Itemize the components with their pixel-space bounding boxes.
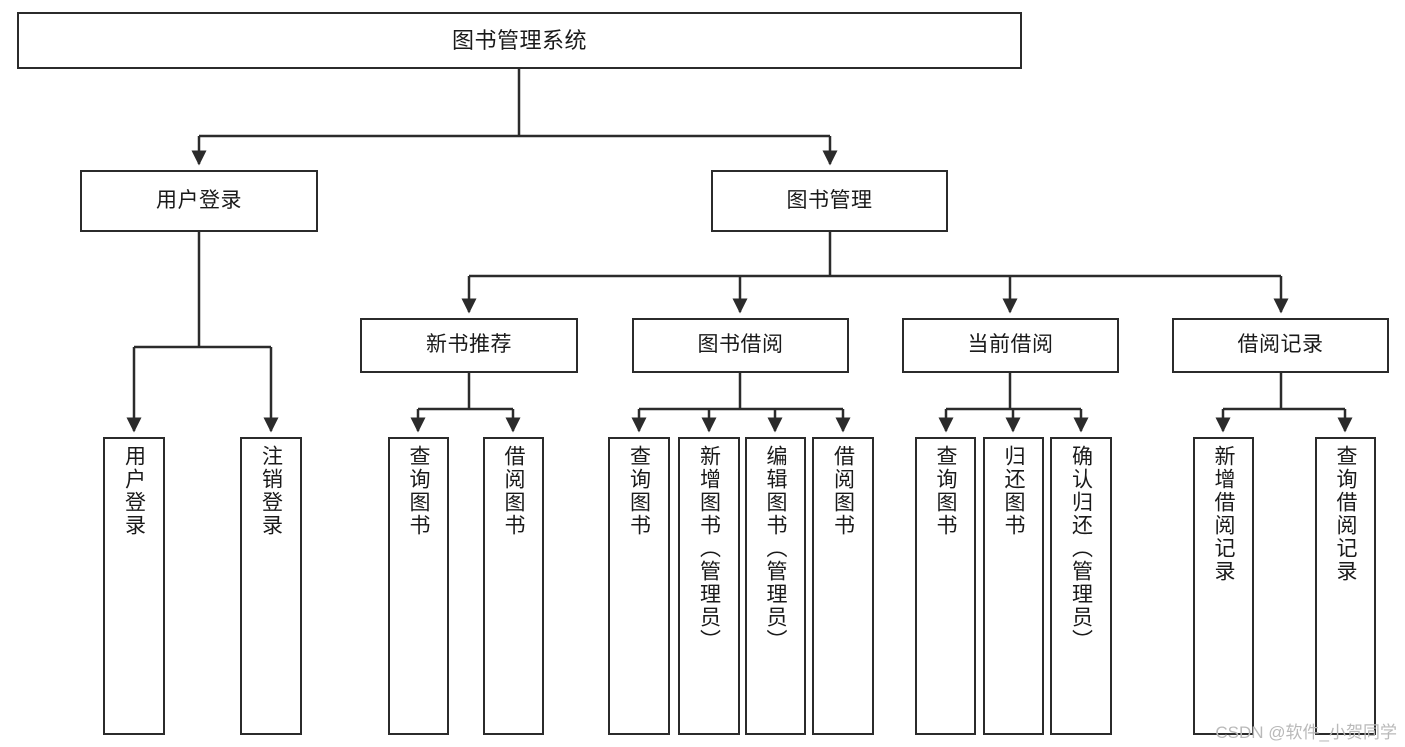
node-label: 借阅图书: [502, 445, 525, 537]
node-label: 借阅记录: [1237, 333, 1324, 357]
node-label: 用户登录: [156, 188, 242, 212]
node-leaf-return-book[interactable]: 归还图书: [983, 437, 1044, 735]
node-label: 编辑图书（管理员）: [764, 445, 787, 652]
node-label: 确认归还（管理员）: [1069, 445, 1093, 652]
node-book-manage[interactable]: 图书管理: [711, 170, 948, 232]
node-label: 当前借阅: [967, 333, 1054, 357]
node-borrow-record[interactable]: 借阅记录: [1172, 318, 1389, 373]
node-new-book-recommend[interactable]: 新书推荐: [360, 318, 578, 373]
node-user-login[interactable]: 用户登录: [80, 170, 318, 232]
node-label: 新书推荐: [426, 333, 512, 357]
node-book-management-system[interactable]: 图书管理系统: [17, 12, 1022, 69]
node-label: 图书管理: [786, 188, 873, 212]
node-leaf-logout-login[interactable]: 注销登录: [240, 437, 302, 735]
node-label: 归还图书: [1002, 445, 1025, 537]
node-book-borrow[interactable]: 图书借阅: [632, 318, 849, 373]
node-leaf-user-login[interactable]: 用户登录: [103, 437, 165, 735]
node-label: 新增图书（管理员）: [697, 445, 721, 652]
node-label: 图书借阅: [697, 333, 784, 357]
node-label: 查询图书: [627, 445, 651, 537]
node-label: 查询借阅记录: [1334, 445, 1357, 583]
node-label: 注销登录: [259, 445, 283, 537]
node-leaf-add-borrow-record[interactable]: 新增借阅记录: [1193, 437, 1254, 735]
node-label: 查询图书: [407, 445, 430, 537]
node-leaf-confirm-return-admin[interactable]: 确认归还（管理员）: [1050, 437, 1112, 735]
node-leaf-edit-book-admin[interactable]: 编辑图书（管理员）: [745, 437, 806, 735]
node-current-borrow[interactable]: 当前借阅: [902, 318, 1119, 373]
node-leaf-query-book-borrow[interactable]: 查询图书: [608, 437, 670, 735]
node-leaf-borrow-book-recommend[interactable]: 借阅图书: [483, 437, 544, 735]
watermark-text: CSDN @软件_小贺同学: [1215, 723, 1397, 742]
node-label: 查询图书: [934, 445, 957, 537]
node-leaf-query-borrow-record[interactable]: 查询借阅记录: [1315, 437, 1376, 735]
node-leaf-query-book-current[interactable]: 查询图书: [915, 437, 976, 735]
node-label: 借阅图书: [831, 445, 855, 537]
node-label: 新增借阅记录: [1212, 445, 1235, 583]
node-leaf-borrow-book[interactable]: 借阅图书: [812, 437, 874, 735]
node-label: 用户登录: [122, 445, 146, 537]
node-label: 图书管理系统: [451, 27, 587, 53]
node-leaf-query-book-recommend[interactable]: 查询图书: [388, 437, 449, 735]
node-leaf-add-book-admin[interactable]: 新增图书（管理员）: [678, 437, 740, 735]
